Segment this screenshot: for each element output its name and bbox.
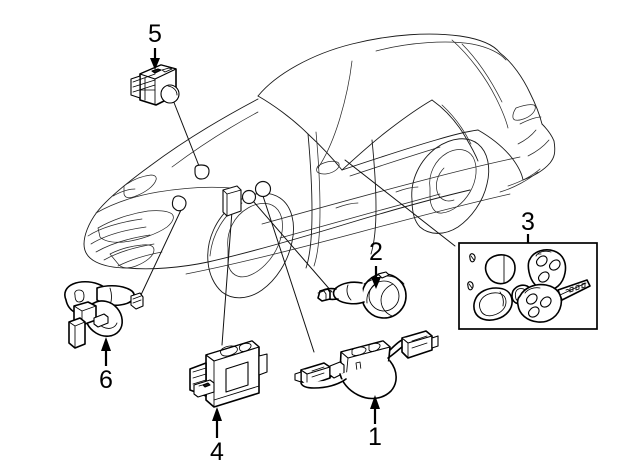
callout-2[interactable]: 2: [369, 238, 383, 289]
leader-part3-to-body: [344, 159, 456, 247]
part-4-theft-deterrent-ecu[interactable]: [189, 340, 268, 408]
part-3-transmitter-key-set-box[interactable]: [458, 242, 598, 330]
leader-lines-group: [139, 99, 456, 353]
leader-part6-to-body: [139, 209, 182, 298]
callout-group: 5 3 2 4 1 6: [99, 20, 535, 466]
leader-part4-to-body: [221, 210, 233, 346]
callout-6-number: 6: [99, 366, 113, 394]
callout-3-number: 3: [521, 208, 535, 236]
callout-6-arrow-head: [101, 337, 111, 351]
part-2-spiral-cable-clock-spring[interactable]: [317, 271, 407, 319]
callout-4-number: 4: [210, 438, 224, 466]
callout-2-arrow-head: [371, 277, 381, 289]
part-1-transponder-amplifier-harness[interactable]: [294, 330, 439, 400]
callout-5-arrow-head: [150, 58, 160, 70]
callout-4-arrow-head: [212, 407, 222, 421]
anchor-dash-b: [254, 180, 272, 198]
anchor-cowl: [194, 164, 210, 180]
callout-5[interactable]: 5: [148, 20, 162, 70]
anchor-headlamp: [171, 195, 187, 212]
leader-part2-to-body: [252, 200, 333, 293]
leader-part1-to-body: [262, 195, 315, 353]
leader-part5-to-body: [172, 99, 202, 172]
callout-6[interactable]: 6: [99, 337, 113, 394]
callout-1-arrow-head: [370, 395, 380, 409]
body-anchor-markers: [171, 164, 272, 217]
vehicle-body-outline: [83, 33, 556, 299]
callout-5-number: 5: [148, 20, 162, 48]
anchor-dash-a: [241, 189, 257, 205]
callout-3[interactable]: 3: [521, 208, 535, 243]
part-5-door-courtesy-switch[interactable]: [130, 64, 180, 106]
part-6-ignition-key-cylinder[interactable]: [64, 280, 144, 349]
callout-2-number: 2: [369, 238, 383, 266]
callout-4[interactable]: 4: [210, 407, 224, 466]
callout-1-number: 1: [368, 423, 382, 451]
callout-1[interactable]: 1: [368, 395, 382, 451]
